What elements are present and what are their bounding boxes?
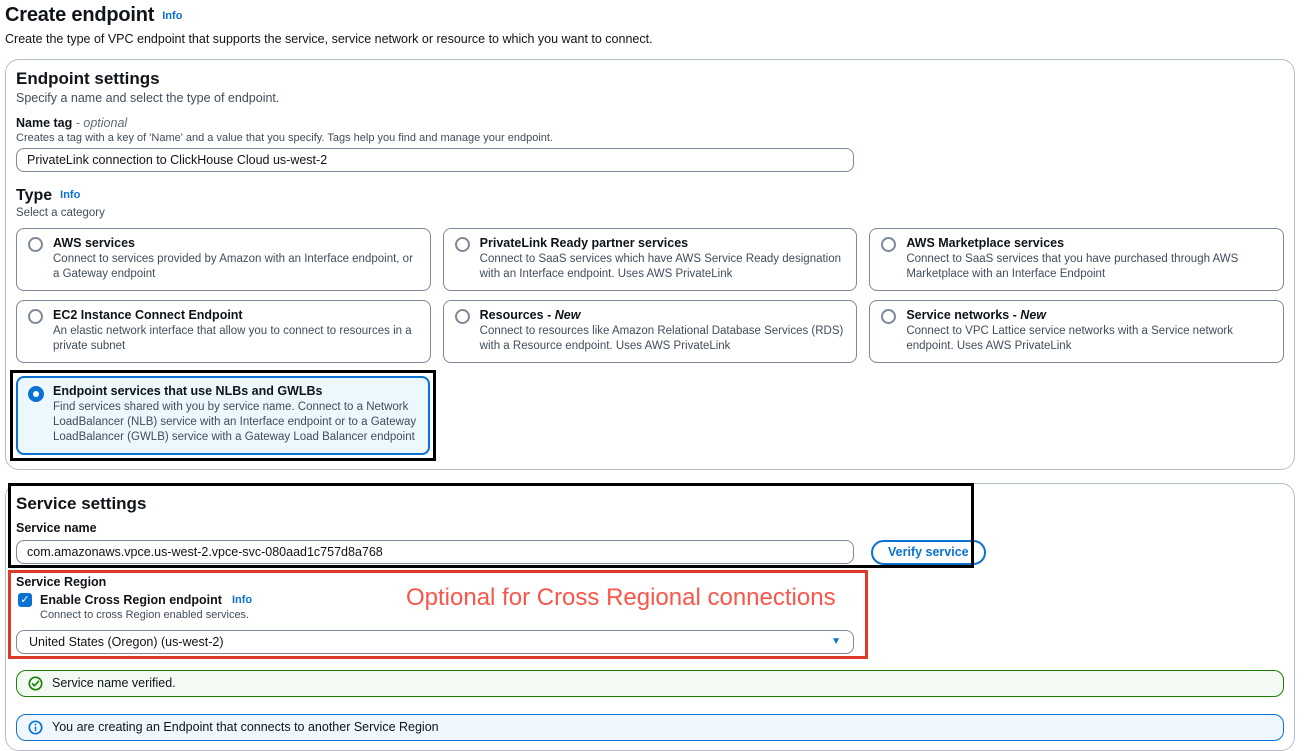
tile-service-networks[interactable]: Service networks - New Connect to VPC La… [869, 299, 1284, 363]
success-banner: Service name verified. [16, 669, 1284, 697]
radio-unselected-icon[interactable] [881, 308, 897, 324]
endpoint-settings-description: Specify a name and select the type of en… [16, 91, 280, 105]
tile-aws-marketplace-services[interactable]: AWS Marketplace services Connect to SaaS… [869, 228, 1284, 291]
type-heading: Type Info Select a category [16, 187, 1284, 219]
service-region-label: Service Region [16, 574, 107, 589]
page-info-link[interactable]: Info [162, 10, 183, 22]
radio-unselected-icon[interactable] [881, 237, 897, 252]
name-tag-input[interactable] [16, 148, 854, 172]
service-settings-card: Service settings Service name Verify ser… [5, 482, 1295, 751]
new-badge: - New [1012, 307, 1046, 322]
success-banner-text: Service name verified. [52, 676, 176, 691]
cross-region-checkbox-description: Connect to cross Region enabled services… [40, 608, 250, 621]
radio-unselected-icon[interactable] [454, 237, 470, 252]
verify-service-button[interactable]: Verify service [871, 539, 986, 565]
name-tag-label: Name tag - optional [16, 116, 128, 130]
type-title: Type [16, 187, 53, 204]
tile-ec2-instance-connect-endpoint[interactable]: EC2 Instance Connect Endpoint An elastic… [16, 299, 431, 363]
success-check-icon [28, 676, 43, 691]
cross-region-checkbox-label: Enable Cross Region endpoint [40, 592, 222, 607]
page-description: Create the type of VPC endpoint that sup… [5, 32, 653, 46]
region-select-value: United States (Oregon) (us-west-2) [29, 634, 224, 649]
page-header: Create endpoint Info Create the type of V… [5, 4, 1295, 46]
type-info-link[interactable]: Info [60, 189, 81, 201]
type-description: Select a category [16, 207, 105, 219]
endpoint-settings-title: Endpoint settings [16, 69, 160, 88]
info-banner: You are creating an Endpoint that connec… [16, 713, 1284, 741]
tile-endpoint-services-nlb-gwlb[interactable]: Endpoint services that use NLBs and GWLB… [16, 375, 430, 455]
tile-resources[interactable]: Resources - New Connect to resources lik… [442, 299, 858, 363]
radio-unselected-icon[interactable] [28, 237, 43, 252]
service-settings-title: Service settings [16, 493, 147, 513]
name-tag-constraint: Creates a tag with a key of 'Name' and a… [16, 132, 554, 144]
cross-region-info-link[interactable]: Info [231, 593, 253, 606]
service-region-section: Service Region ✓ Enable Cross Region end… [6, 570, 1294, 659]
radio-unselected-icon[interactable] [28, 308, 43, 324]
info-banner-text: You are creating an Endpoint that connec… [52, 720, 439, 735]
service-name-label: Service name [16, 520, 97, 535]
info-circle-icon [28, 720, 43, 735]
annotation-text-cross-regional: Optional for Cross Regional connections [406, 583, 836, 611]
name-tag-optional-suffix: - optional [75, 116, 128, 130]
radio-unselected-icon[interactable] [454, 308, 470, 324]
region-select[interactable]: United States (Oregon) (us-west-2) ▼ [16, 629, 854, 654]
service-settings-top: Service settings Service name Verify ser… [6, 484, 1294, 570]
type-tiles-grid: AWS services Connect to services provide… [10, 228, 1284, 461]
annotation-highlight-selected-tile: Endpoint services that use NLBs and GWLB… [10, 369, 436, 461]
endpoint-settings-card: Endpoint settings Specify a name and sel… [5, 59, 1295, 470]
tile-aws-services[interactable]: AWS services Connect to services provide… [16, 228, 431, 291]
service-name-input[interactable] [16, 539, 854, 564]
radio-selected-icon[interactable] [28, 385, 44, 402]
chevron-down-icon: ▼ [831, 636, 841, 648]
tile-privatelink-ready-partner-services[interactable]: PrivateLink Ready partner services Conne… [442, 228, 858, 291]
cross-region-checkbox[interactable]: ✓ [18, 592, 32, 607]
page-title: Create endpoint [5, 4, 155, 26]
new-badge: - New [547, 307, 581, 322]
